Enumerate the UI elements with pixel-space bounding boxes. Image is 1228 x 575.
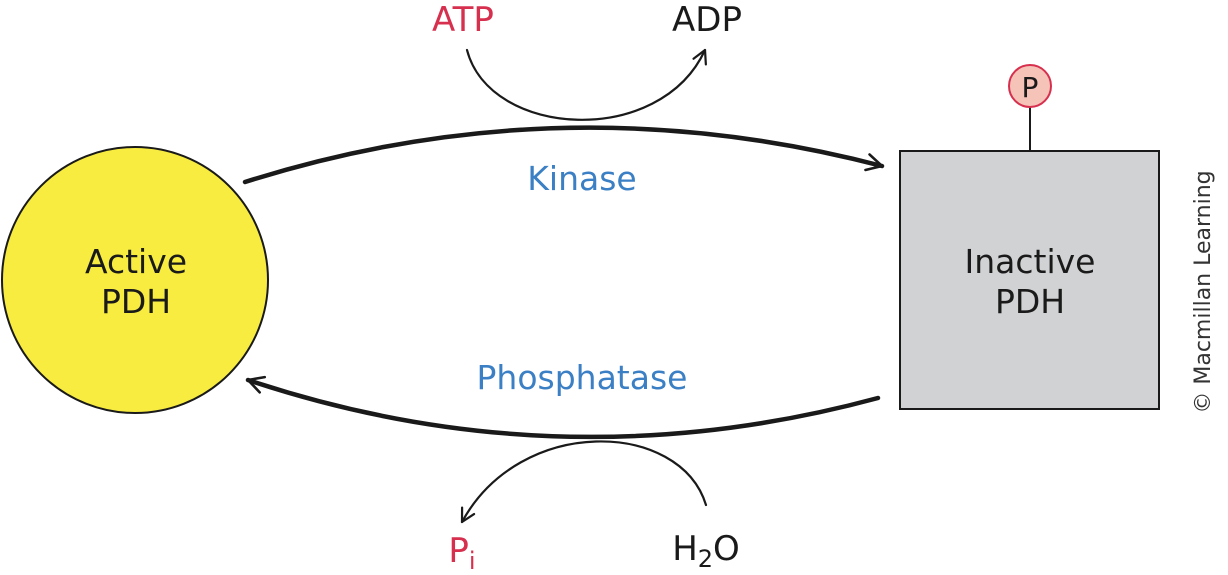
h2o-to-pi-arrow (460, 440, 708, 524)
atp-to-adp-arrow (465, 48, 707, 121)
inactive-pdh-label-line2: PDH (995, 282, 1065, 321)
inactive-pdh-square (899, 150, 1160, 410)
phosphate-label: P (1022, 71, 1039, 104)
h2o-label: H2O (672, 529, 740, 573)
atp-label: ATP (432, 0, 494, 40)
phosphatase-label: Phosphatase (477, 358, 688, 397)
copyright-text: © Macmillan Learning (1191, 170, 1216, 413)
active-pdh-label-line1: Active (85, 242, 187, 281)
kinase-label: Kinase (527, 159, 636, 198)
inactive-pdh-label-line1: Inactive (965, 242, 1096, 281)
active-pdh-label-line2: PDH (101, 282, 171, 321)
kinase-arrow (242, 125, 885, 185)
active-pdh-circle (1, 146, 269, 414)
adp-label: ADP (672, 0, 742, 40)
phosphate-circle (1008, 64, 1052, 108)
phosphatase-arrow (245, 375, 881, 440)
pi-label: Pi (448, 531, 475, 575)
